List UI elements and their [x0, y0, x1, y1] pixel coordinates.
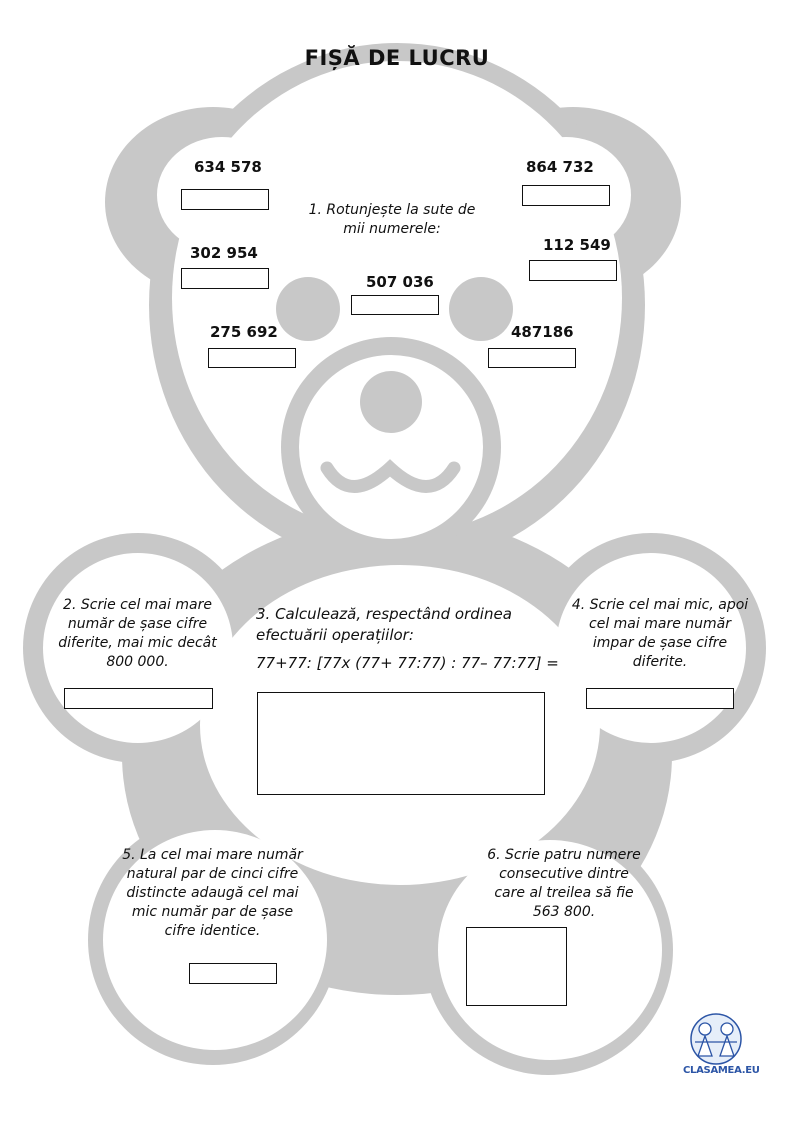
logo-text: CLASAMEA.EU [683, 1065, 760, 1076]
exercise-4-answer-box[interactable] [586, 688, 734, 709]
exercise-2-text: 2. Scrie cel mai mare număr de șase cifr… [58, 597, 217, 670]
exercise-3-expression: 77+77: [77x (77+ 77:77) : 77– 77:77] = [256, 654, 559, 672]
page-title: FIȘĂ DE LUCRU [304, 46, 490, 70]
exercise-3-answer-box[interactable] [257, 692, 545, 795]
exercise-4-text: 4. Scrie cel mai mic, apoi cel mai mare … [571, 597, 749, 670]
exercise-5-answer-box[interactable] [189, 963, 277, 984]
children-logo-icon [690, 1013, 742, 1065]
number-6: 275 692 [210, 323, 278, 341]
answer-box-3[interactable] [181, 268, 269, 289]
exercise-6-answer-box[interactable] [466, 927, 567, 1006]
answer-box-7[interactable] [488, 348, 576, 368]
number-2: 864 732 [526, 158, 594, 176]
exercise-2-answer-box[interactable] [64, 688, 213, 709]
exercise-5-text: 5. La cel mai mare număr natural par de … [122, 847, 303, 939]
number-3: 302 954 [190, 244, 258, 262]
number-1: 634 578 [194, 158, 262, 176]
answer-box-6[interactable] [208, 348, 296, 368]
answer-box-1[interactable] [181, 189, 269, 210]
exercise-1-instruction: 1. Rotunjește la sute de mii numerele: [308, 202, 476, 237]
answer-box-5[interactable] [351, 295, 439, 315]
clasamea-logo: CLASAMEA.EU [683, 1012, 760, 1076]
answer-box-2[interactable] [522, 185, 610, 206]
number-4: 112 549 [543, 236, 611, 254]
exercise-6-text: 6. Scrie patru numere consecutive dintre… [487, 847, 641, 920]
exercise-3-instruction: 3. Calculează, respectând ordinea efectu… [256, 605, 512, 644]
number-7: 487186 [511, 323, 574, 341]
answer-box-4[interactable] [529, 260, 617, 281]
number-5: 507 036 [366, 273, 434, 291]
